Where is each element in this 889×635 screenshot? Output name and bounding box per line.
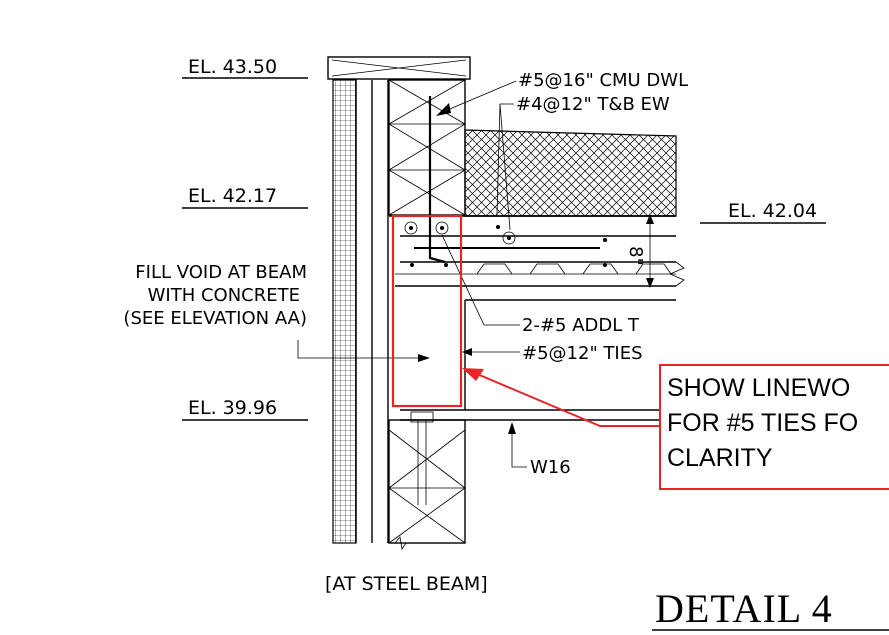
drawing-caption: [AT STEEL BEAM] — [325, 573, 488, 595]
markup-arrowhead — [462, 368, 484, 381]
elevation-label-slab: EL. 42.04 — [728, 200, 817, 222]
markup-comment-line-3: CLARITY — [667, 444, 773, 472]
markup-comment-line-2: FOR #5 TIES FO — [667, 409, 858, 437]
markup-comment-line-1: SHOW LINEWO — [667, 374, 850, 402]
elevation-label-mid: EL. 42.17 — [188, 185, 277, 207]
markup-leader-arrow — [469, 370, 665, 427]
rebar — [404, 96, 607, 267]
steel-beam — [400, 299, 676, 505]
highlight-box[interactable] — [391, 214, 463, 408]
elevation-label-beam: EL. 39.96 — [188, 397, 277, 419]
callout-ties: #5@12" TIES — [522, 343, 643, 364]
callout-addl-bars: 2-#5 ADDL T — [522, 315, 640, 336]
slab-thickness-label: 8" — [625, 246, 646, 266]
markup-comment-box[interactable] — [659, 364, 889, 490]
elevation-markers — [182, 77, 826, 421]
callout-beam: W16 — [530, 457, 571, 478]
leader-lines — [297, 80, 527, 468]
detail-title: DETAIL 4 — [655, 586, 833, 631]
redline-markup[interactable] — [391, 214, 889, 490]
callout-cmu-dowel: #5@16" CMU DWL — [518, 70, 688, 91]
elevation-label-top: EL. 43.50 — [188, 56, 277, 78]
fill-note-line-1: FILL VOID AT BEAM — [135, 262, 307, 283]
fill-note-line-2: WITH CONCRETE — [148, 285, 300, 306]
fill-note-line-3: (SEE ELEVATION AA) — [123, 308, 307, 329]
cmu-wall — [327, 56, 471, 551]
callout-slab-rebar: #4@12" T&B EW — [516, 94, 670, 115]
